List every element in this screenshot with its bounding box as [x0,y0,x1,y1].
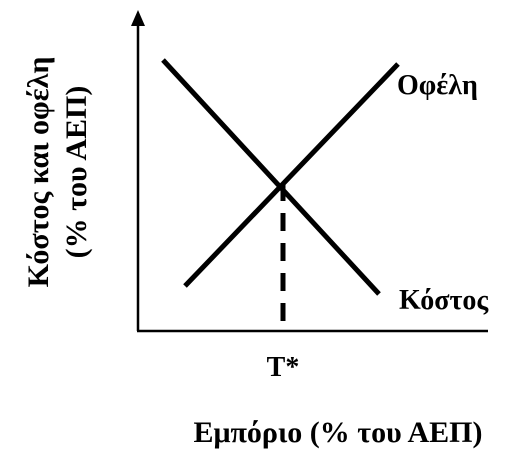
benefits-line [183,62,400,288]
costs-line [161,58,381,296]
x-axis-label: Εμπόριο (% του ΑΕΠ) [193,416,482,449]
y-axis-label-line2: (% του ΑΕΠ) [60,86,93,259]
y-axis-label-line1: Κόστος και οφέλη [22,57,55,288]
costs-label: Κόστος [399,285,489,316]
benefits-label: Οφέλη [397,70,478,101]
y-axis-arrow-icon [131,10,145,26]
equilibrium-label: T* [267,352,300,383]
y-axis-label: Κόστος και οφέλη (% του ΑΕΠ) [22,57,93,288]
